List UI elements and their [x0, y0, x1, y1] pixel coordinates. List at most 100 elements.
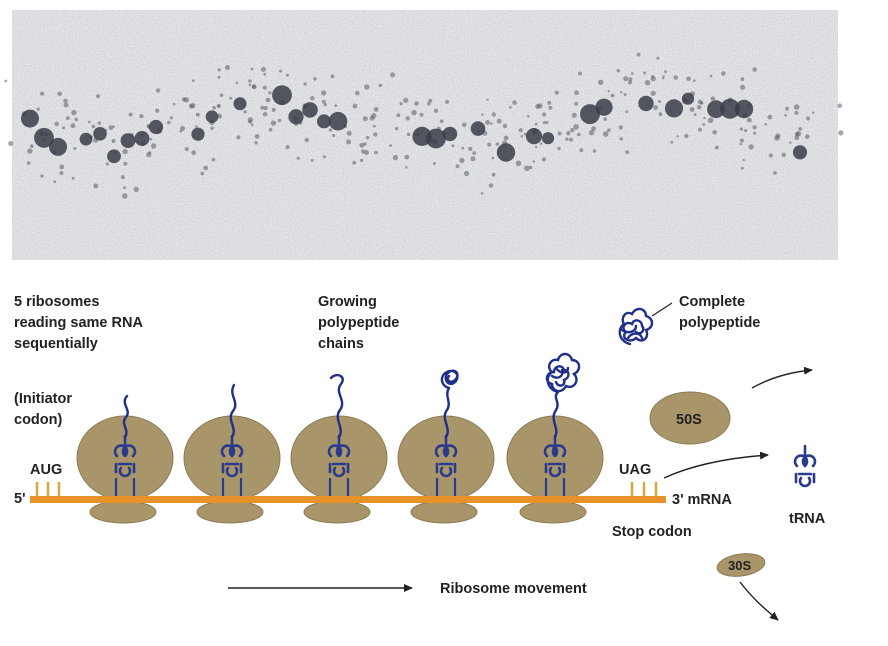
filament-dot [463, 170, 470, 177]
ribosome-particle [580, 104, 600, 125]
filament-dot [702, 123, 706, 126]
start-codon-ticks [35, 482, 61, 496]
filament-dot [268, 91, 272, 95]
filament-dot [235, 81, 239, 85]
filament-dot [740, 77, 745, 82]
filament-dot [623, 76, 629, 82]
filament-dot [260, 105, 265, 110]
filament-dot [710, 96, 716, 101]
filament-dot [703, 116, 706, 120]
anticodon-legs [114, 478, 566, 496]
filament-dot [490, 122, 493, 125]
ribosome-particle [272, 85, 292, 105]
filament-dot [334, 104, 338, 107]
release-arrows [651, 302, 813, 621]
filament-dot [188, 103, 194, 109]
filament-dot [428, 98, 433, 103]
filament-dot [481, 113, 484, 116]
ribosome-particle [148, 119, 164, 135]
ribosome-particle [134, 131, 150, 146]
filament-dot [602, 131, 609, 137]
filament-dot [374, 150, 378, 155]
filament-dot [603, 117, 607, 121]
filament-dot [286, 73, 289, 77]
filament-dot [364, 84, 370, 90]
filament-dot [399, 102, 403, 106]
ribosome-particle [191, 127, 205, 141]
filament-dot [459, 157, 465, 164]
filament-dot [574, 101, 579, 106]
ribosome-particle [233, 97, 247, 111]
ribosome-particle [792, 145, 808, 160]
filament-dot [768, 153, 774, 158]
filament-dot [487, 142, 492, 147]
filament-dot [57, 91, 62, 97]
label-stop-codon: Stop codon [612, 524, 692, 540]
filament-dot [670, 140, 674, 144]
filament-dot [627, 80, 633, 85]
filament-dot [739, 127, 744, 131]
filament-dot [225, 65, 230, 70]
stop-codon-ticks [630, 482, 658, 496]
filament-dot [262, 85, 267, 90]
filament-dot [279, 69, 283, 73]
filament-dot [254, 134, 260, 139]
filament-dot [359, 142, 365, 148]
ribosome-particle [120, 133, 136, 149]
filament-dot [390, 72, 396, 78]
filament-dot [439, 119, 444, 123]
filament-dot [63, 98, 68, 104]
ribosome-particle [720, 98, 740, 119]
filament-dot [217, 68, 221, 72]
filament-dot [229, 96, 233, 100]
arrow-complete-polypeptide-pointer [651, 302, 673, 317]
filament-dot [111, 139, 116, 143]
filament-dot [592, 149, 597, 153]
filament-dot [27, 148, 33, 154]
filament-dot [485, 120, 490, 125]
filament-dot [620, 91, 623, 94]
filament-dot [128, 112, 133, 117]
arrow-trna-release [663, 451, 769, 479]
filament-dot [169, 116, 173, 120]
filament-dot [764, 123, 767, 126]
filament-dot [569, 137, 573, 142]
filament-dot [236, 135, 241, 140]
chain-4 [443, 386, 451, 439]
ribosome-particles [4, 52, 844, 199]
filament-dot [565, 137, 569, 141]
filament-dot [571, 112, 577, 118]
filament-dot [651, 75, 655, 79]
filament-dot [433, 108, 439, 114]
filament-dot [491, 172, 496, 177]
filament-dot [461, 146, 465, 150]
filament-dot [445, 99, 450, 104]
filament-dot [123, 161, 128, 166]
filament-dot [618, 125, 623, 130]
filament-dot [557, 131, 562, 136]
filament-dot [150, 143, 157, 149]
filament-dot [365, 135, 370, 140]
filament-dot [405, 166, 408, 169]
filament-dot [542, 121, 547, 125]
label-growing-line3: chains [318, 336, 364, 352]
label-initiator-line2: codon) [14, 412, 62, 428]
ribosome-particle [34, 127, 54, 148]
filament-dot [304, 137, 309, 143]
filament-dot [794, 132, 800, 137]
filament-dot [373, 132, 378, 137]
filament-dot [686, 76, 691, 82]
filament-dot [172, 102, 176, 106]
ribosome-4 [397, 415, 495, 501]
filament-dot [625, 110, 629, 114]
label-initiator-line1: (Initiator [14, 391, 72, 407]
label-complete-line2: polypeptide [679, 315, 760, 331]
filament-dot [411, 109, 417, 116]
ribosome-particle [317, 114, 331, 129]
filament-dot [591, 126, 596, 131]
filament-dot [108, 125, 114, 130]
filament-dot [838, 130, 844, 136]
filament-dot [524, 165, 530, 172]
filament-dot [748, 144, 754, 150]
